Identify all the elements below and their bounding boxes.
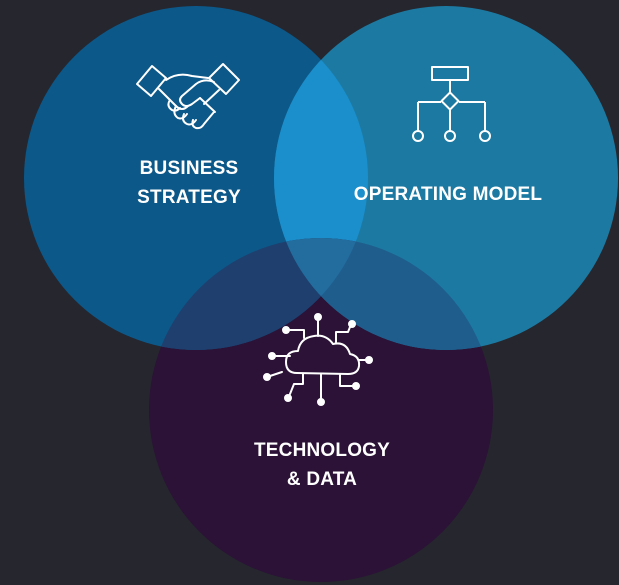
technology-label-line-2: & DATA <box>286 469 358 490</box>
business-label-line-1: BUSINESS <box>139 158 239 179</box>
business-strategy-label: BUSINESS STRATEGY <box>104 154 274 212</box>
technology-label-line-1: TECHNOLOGY <box>253 440 391 461</box>
overlap-operating-technology <box>274 238 493 350</box>
technology-data-label: TECHNOLOGY & DATA <box>222 436 422 494</box>
overlap-business-technology <box>149 238 368 350</box>
org-chart-icon <box>412 66 491 142</box>
operating-label-line-1: OPERATING MODEL <box>353 184 543 205</box>
business-label-line-2: STRATEGY <box>137 187 241 208</box>
handshake-icon <box>136 63 240 130</box>
cloud-network-icon <box>263 313 373 406</box>
operating-model-label: OPERATING MODEL <box>318 180 578 209</box>
